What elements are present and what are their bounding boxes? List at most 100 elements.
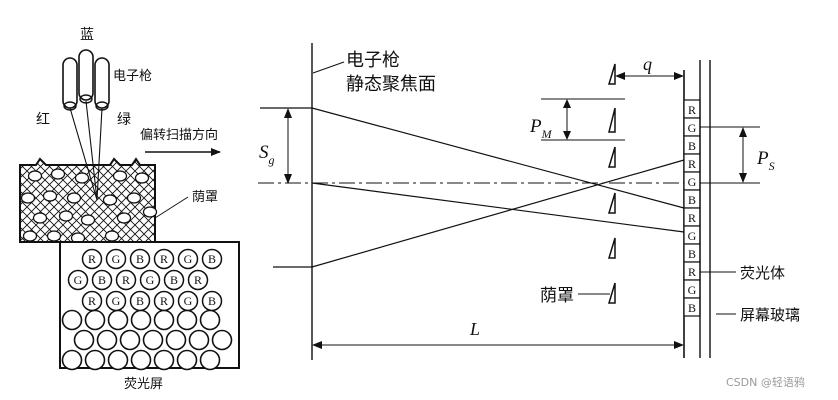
gun-label: 电子枪 <box>113 68 152 84</box>
gun-red-label: 红 <box>36 112 50 128</box>
phosphor-dot <box>81 248 103 270</box>
electron-rays <box>311 107 685 268</box>
phosphor-dot <box>67 269 89 291</box>
mask-hole <box>42 190 58 202</box>
phosphor-dot <box>187 269 209 291</box>
phosphor-dot <box>129 248 151 270</box>
phosphor-dot-letter: G <box>146 273 155 287</box>
gun-blue-tube <box>78 49 94 101</box>
ps-label: PS <box>756 148 775 173</box>
phosphor-dot <box>105 248 127 270</box>
gun-title: 电子枪 <box>346 50 400 71</box>
phosphor-cell-letter: G <box>688 283 697 297</box>
phosphor-dot-plain <box>130 349 152 371</box>
gun-green-label: 绿 <box>117 112 131 128</box>
phosphor-dot-letter: B <box>136 252 144 266</box>
mask-hole <box>126 192 142 204</box>
phosphor-dot <box>91 269 113 291</box>
gun-title-leader <box>312 61 345 74</box>
right-panel: 电子枪 静态聚焦面 Sg PM <box>258 43 800 360</box>
phosphor-dot <box>139 269 161 291</box>
phosphor-dot-letter: R <box>88 252 96 266</box>
l-label: L <box>469 319 480 339</box>
gun-red-tube <box>62 57 78 109</box>
phosphor-dot-plain <box>199 349 221 371</box>
sg-label: Sg <box>259 142 275 167</box>
mask-hole <box>102 194 118 206</box>
phosphor-dot-plain <box>107 309 129 331</box>
phosphor-dot-plain <box>61 309 83 331</box>
scan-direction-label: 偏转扫描方向 <box>140 127 218 143</box>
q-label: q <box>643 54 652 74</box>
mask-hole <box>46 230 62 242</box>
phosphor-cell-letter: R <box>688 211 696 225</box>
phosphor-cell-letter: B <box>688 193 696 207</box>
phosphor-dot <box>201 248 223 270</box>
phosphor-dot-letter: B <box>208 294 216 308</box>
mask-hole <box>80 214 96 226</box>
focus-plane-label: 静态聚焦面 <box>346 74 436 95</box>
phosphor-dot-plain <box>107 349 129 371</box>
screen-label: 荧光屏 <box>124 377 163 392</box>
phosphor-dot-plain <box>153 309 175 331</box>
ray-bottom <box>311 159 685 268</box>
phosphor-dot-plain <box>199 309 221 331</box>
gun-green-tube <box>94 57 110 109</box>
phosphor-dot <box>115 269 137 291</box>
phosphor-dot-plain <box>73 329 95 351</box>
phosphor-dot-plain <box>119 329 141 351</box>
phosphor-dot-letter: R <box>160 294 168 308</box>
mask-hole <box>74 172 90 184</box>
phosphor-dot-plain <box>84 349 106 371</box>
phosphor-dot-letter: G <box>74 273 83 287</box>
phosphor-dot-plain <box>96 329 118 351</box>
phosphor-dot-plain <box>153 349 175 371</box>
phosphor-dot-plain <box>165 329 187 351</box>
pm-label: PM <box>529 116 553 141</box>
phosphor-cell-letter: R <box>688 157 696 171</box>
phosphor-dot-plain <box>211 329 233 351</box>
phosphor-dot <box>177 248 199 270</box>
phosphor-cell-letter: G <box>688 121 697 135</box>
mask-aperture-5 <box>607 237 616 259</box>
phosphor-dot <box>153 248 175 270</box>
ray-top <box>311 107 685 209</box>
phosphor-plain-dots <box>61 309 233 371</box>
phosphor-cell-letter: G <box>688 229 697 243</box>
mask-aperture-1 <box>607 63 616 85</box>
shadow-mask-apertures <box>607 63 616 304</box>
mask-hole <box>32 212 48 224</box>
mask-aperture-3 <box>607 146 616 168</box>
phosphor-dot-letter: R <box>88 294 96 308</box>
mask-hole <box>27 170 43 182</box>
mask-hole <box>112 170 128 182</box>
phosphor-label: 荧光体 <box>740 264 785 282</box>
pm-arrows <box>563 99 571 140</box>
phosphor-dot-letter: B <box>208 252 216 266</box>
mask-hole <box>58 210 74 222</box>
phosphor-cell-letter: B <box>688 139 696 153</box>
phosphor-dot-letter: G <box>184 252 193 266</box>
phosphor-cell-letter: R <box>688 265 696 279</box>
phosphor-cell-letter: G <box>688 175 697 189</box>
phosphor-dot-letter: G <box>184 294 193 308</box>
mask-hole <box>116 212 132 224</box>
mask-leader-line-left <box>154 196 189 219</box>
phosphor-cell-letter: R <box>688 103 696 117</box>
phosphor-dot-plain <box>142 329 164 351</box>
phosphor-dot-plain <box>176 309 198 331</box>
mask-hole <box>134 172 150 184</box>
mask-hole <box>104 230 120 242</box>
mask-hole <box>22 230 38 242</box>
phosphor-dot-letter: R <box>122 273 130 287</box>
phosphor-dot-letter: G <box>112 252 121 266</box>
phosphor-dot-plain <box>188 329 210 351</box>
mask-hole <box>50 168 66 180</box>
phosphor-dot <box>163 269 185 291</box>
phosphor-dot-plain <box>130 309 152 331</box>
